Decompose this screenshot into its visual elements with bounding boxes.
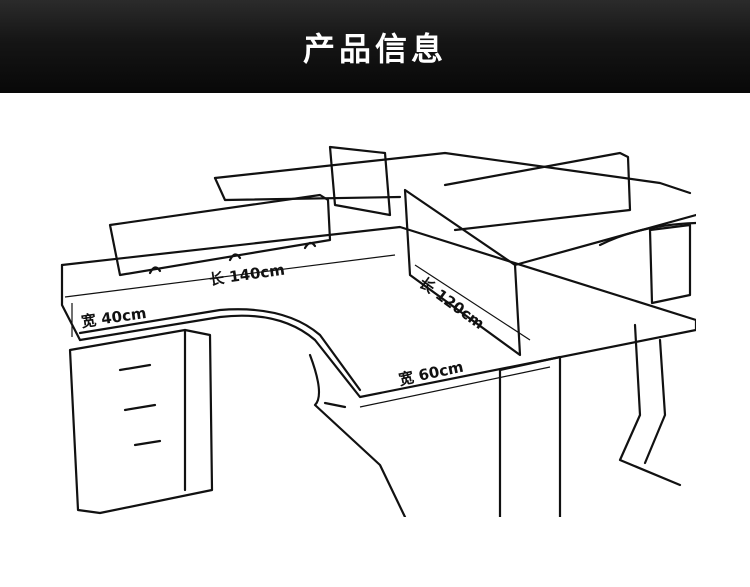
page-title: 产品信息 bbox=[302, 29, 447, 68]
header-banner: 产品信息 bbox=[0, 0, 750, 93]
label-length-120: 长 120cm bbox=[416, 274, 488, 333]
office-desk-sketch: 长 140cm 宽 40cm 长 120cm 宽 60cm bbox=[60, 145, 696, 517]
label-width-60: 宽 60cm bbox=[396, 358, 465, 389]
product-image: 长 140cm 宽 40cm 长 120cm 宽 60cm bbox=[60, 145, 696, 517]
label-length-140: 长 140cm bbox=[208, 261, 286, 289]
